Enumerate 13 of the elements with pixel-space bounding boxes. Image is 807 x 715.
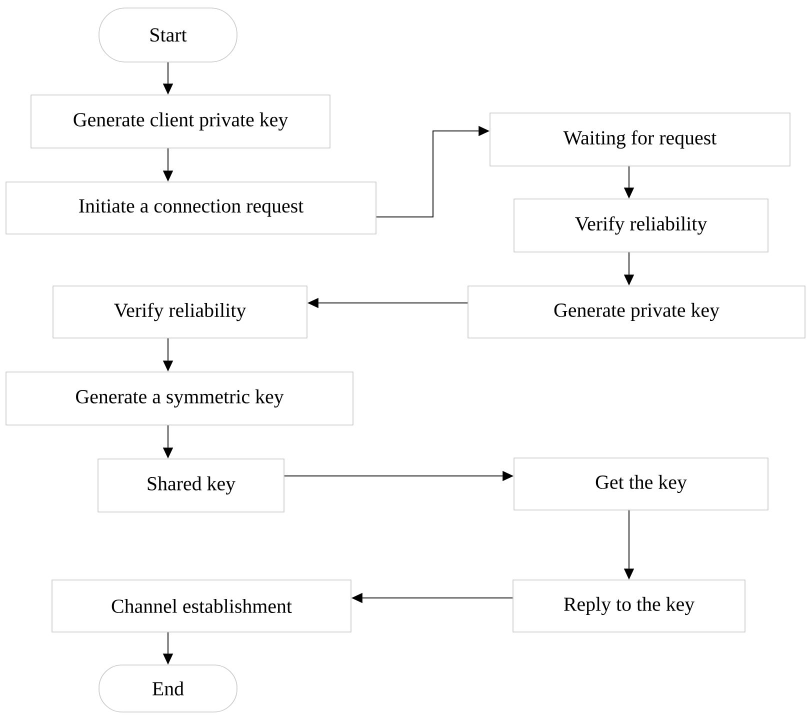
process-box: Generate private key: [468, 286, 806, 338]
terminal-box: Start: [98, 8, 238, 62]
process-box: Reply to the key: [512, 580, 746, 632]
process-box: Get the key: [514, 458, 768, 510]
process-box: Verify reliability: [514, 198, 768, 252]
process-box: Generate a symmetric key: [6, 372, 354, 426]
process-box: Initiate a connection request: [6, 182, 376, 234]
process-box: Verify reliability: [52, 286, 308, 338]
terminal-box: End: [98, 664, 238, 712]
process-box: Waiting for request: [490, 112, 790, 166]
process-box: Shared key: [98, 458, 284, 512]
process-box: Generate client private key: [30, 94, 330, 148]
process-box: Channel establishment: [52, 580, 352, 632]
